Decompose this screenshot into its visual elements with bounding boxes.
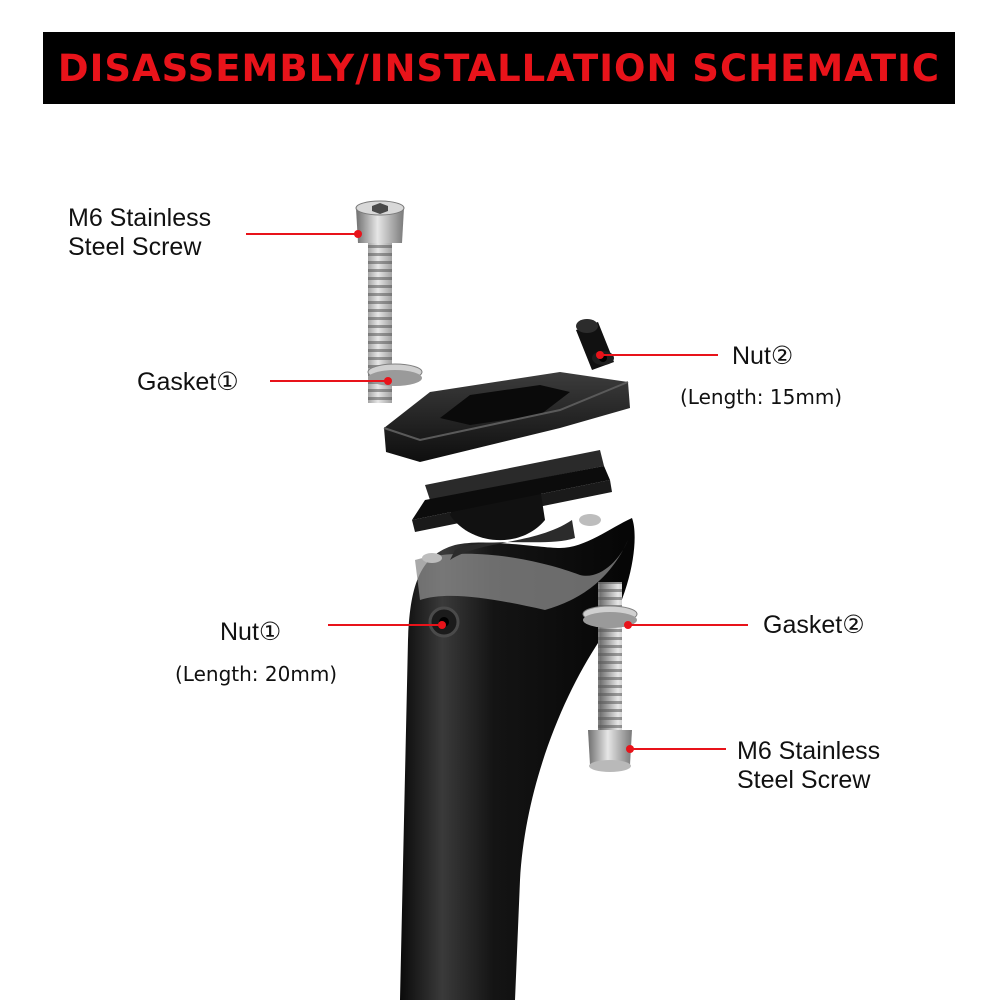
label-nut2-length: (Length: 15mm): [680, 385, 843, 409]
title-banner: DISASSEMBLY/INSTALLATION SCHEMATIC: [43, 32, 955, 104]
page-title: DISASSEMBLY/INSTALLATION SCHEMATIC: [57, 46, 941, 90]
label-screw-top-line2: Steel Screw: [68, 233, 202, 261]
top-screw-part: [355, 200, 423, 403]
leader-gasket1: [270, 380, 388, 382]
label-gasket1: Gasket①: [137, 368, 239, 396]
label-screw-top: M6 Stainless Steel Screw: [68, 204, 211, 262]
leader-gasket2: [628, 624, 748, 626]
label-gasket2: Gasket②: [763, 611, 865, 639]
leader-dot-screw-bottom: [626, 745, 634, 753]
leader-dot-nut2: [596, 351, 604, 359]
leader-screw-top: [246, 233, 358, 235]
label-screw-bottom: M6 Stainless Steel Screw: [737, 737, 880, 795]
label-nut1: Nut①: [220, 618, 282, 646]
leader-dot-gasket2: [624, 621, 632, 629]
lower-cradle: [412, 450, 612, 541]
nut2-part: [576, 319, 614, 370]
label-screw-bottom-line1: M6 Stainless: [737, 737, 881, 765]
leader-nut2: [600, 354, 718, 356]
label-nut1-length: (Length: 20mm): [175, 662, 338, 686]
leader-dot-gasket1: [384, 377, 392, 385]
upper-clamp: [383, 372, 630, 462]
label-nut2: Nut②: [732, 342, 794, 370]
label-screw-bottom-line2: Steel Screw: [737, 766, 871, 794]
leader-nut1: [328, 624, 442, 626]
label-screw-top-line1: M6 Stainless: [68, 204, 212, 232]
bottom-screw-part: [582, 582, 638, 772]
leader-dot-nut1: [438, 621, 446, 629]
leader-screw-bottom: [630, 748, 726, 750]
leader-dot-screw-top: [354, 230, 362, 238]
